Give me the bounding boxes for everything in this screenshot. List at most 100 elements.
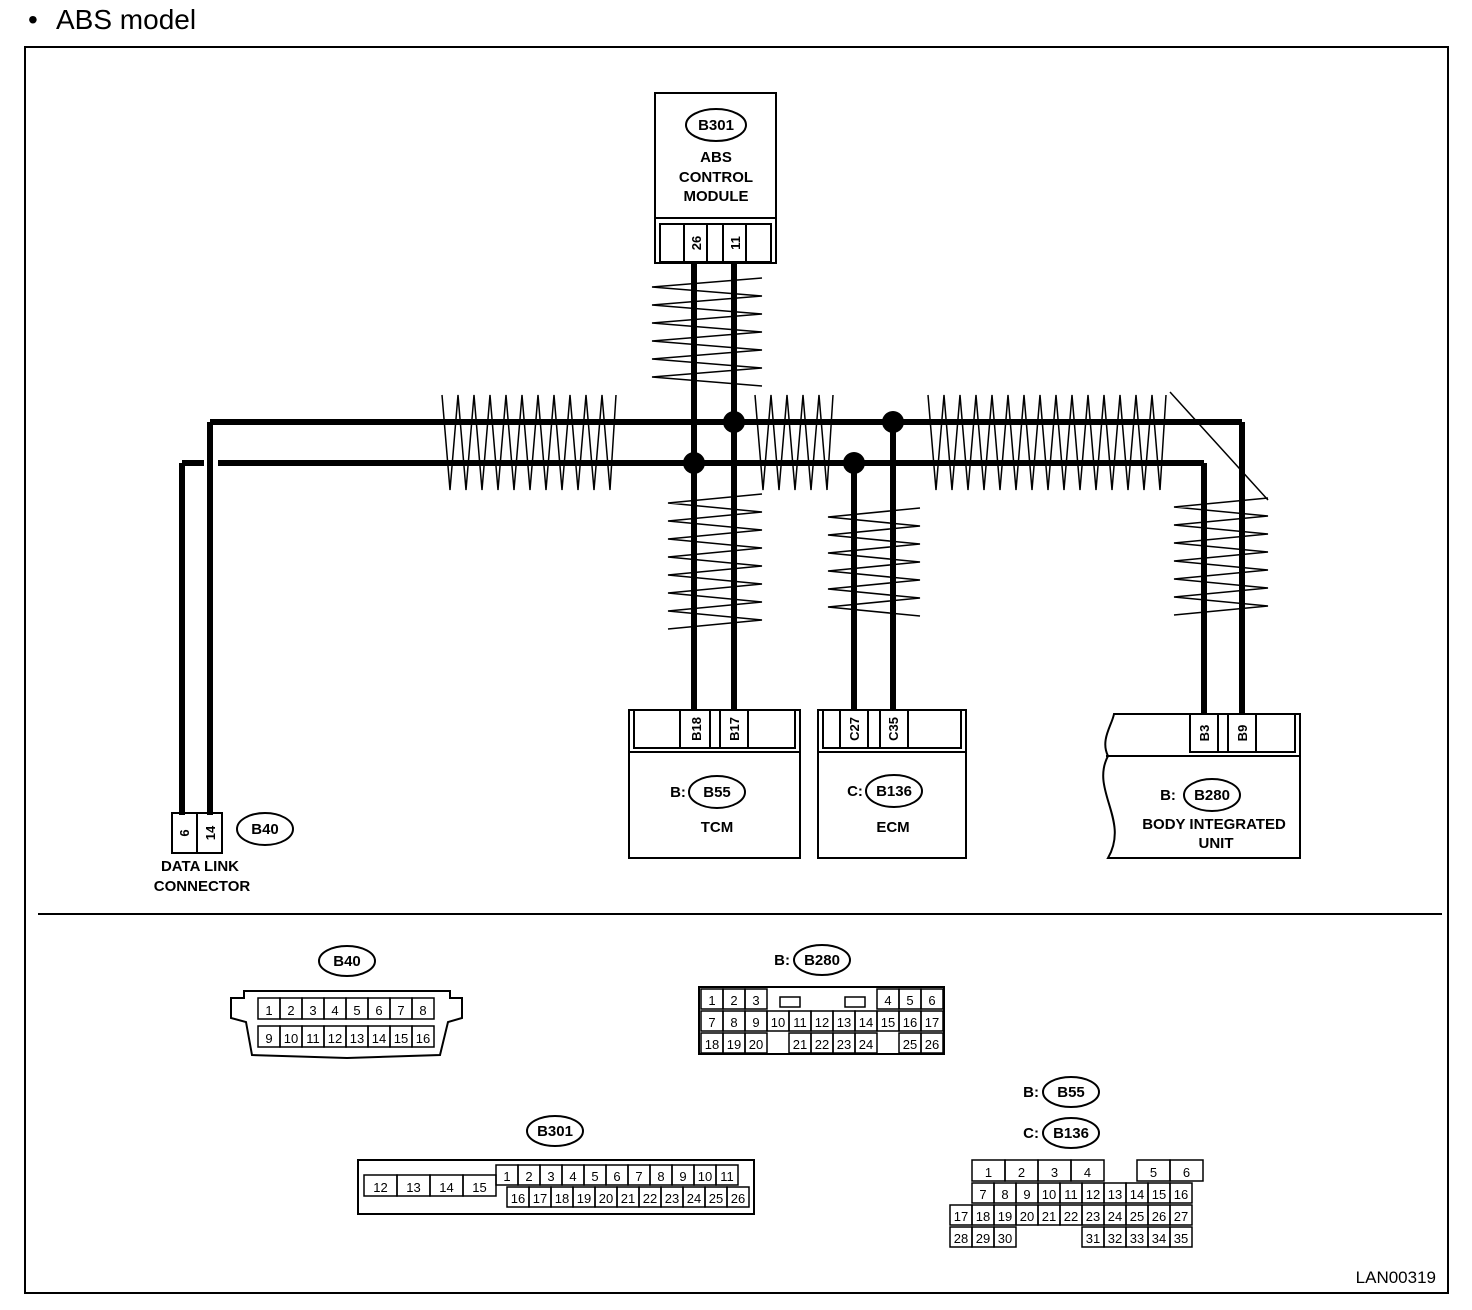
- pin-number: 19: [998, 1209, 1012, 1224]
- twist-ecm-drop: [827, 507, 921, 617]
- splice-dot: [882, 411, 904, 433]
- pin-number: 9: [679, 1169, 686, 1184]
- pin-number: 3: [752, 993, 759, 1008]
- pin-number: 12: [373, 1180, 387, 1195]
- pin-number: 12: [815, 1015, 829, 1030]
- splice-dot: [683, 452, 705, 474]
- pin-number: 15: [394, 1031, 408, 1046]
- pin-number: 15: [472, 1180, 486, 1195]
- diagram-frame: [24, 46, 1449, 1294]
- pin-number: 2: [287, 1003, 294, 1018]
- biu-name-line2: UNIT: [1199, 835, 1234, 852]
- pin-number: 13: [837, 1015, 851, 1030]
- pin-number: 17: [954, 1209, 968, 1224]
- pin-number: 14: [1130, 1187, 1144, 1202]
- tcm-connector-label: B55: [703, 784, 731, 801]
- pin-number: 17: [925, 1015, 939, 1030]
- connector-prefix: B:: [1023, 1084, 1039, 1101]
- b280-housing: [698, 986, 945, 1055]
- connector-oval: [526, 1115, 584, 1147]
- pin-number: 8: [657, 1169, 664, 1184]
- biu-name-line1: BODY INTEGRATED: [1142, 816, 1286, 833]
- pin-number: 11: [720, 1169, 734, 1184]
- pin-number: 16: [1174, 1187, 1188, 1202]
- pin-number: 32: [1108, 1231, 1122, 1246]
- pin-number: 24: [859, 1037, 873, 1052]
- pin-number: 20: [599, 1191, 613, 1206]
- abs-pin-block: [659, 223, 772, 263]
- biu-prefix: B:: [1160, 787, 1176, 804]
- pin-number: 8: [1001, 1187, 1008, 1202]
- pin-number: 26: [925, 1037, 939, 1052]
- pin-number: 29: [976, 1231, 990, 1246]
- pin-number: 24: [1108, 1209, 1122, 1224]
- pin-number: 3: [547, 1169, 554, 1184]
- connector-oval-label: B280: [804, 952, 840, 969]
- pin-number: 11: [1064, 1187, 1078, 1202]
- pin-number: 11: [306, 1031, 320, 1046]
- pin-number: 28: [954, 1231, 968, 1246]
- pin-number: 15: [881, 1015, 895, 1030]
- pin-number: 4: [331, 1003, 338, 1018]
- twist-tcm-drop: [667, 493, 763, 630]
- pin-number: 13: [406, 1180, 420, 1195]
- pin-number: 1: [708, 993, 715, 1008]
- pin-number: 25: [1130, 1209, 1144, 1224]
- pin-number: 25: [709, 1191, 723, 1206]
- pin-number: 10: [771, 1015, 785, 1030]
- pin-cell: [1169, 1159, 1204, 1182]
- tcm-prefix: B:: [670, 784, 686, 801]
- connector-oval: [1042, 1117, 1100, 1149]
- pin-number: 13: [350, 1031, 364, 1046]
- connector-oval-label: B301: [537, 1123, 573, 1140]
- pin-number: 16: [511, 1191, 525, 1206]
- connector-oval-label: B55: [1057, 1084, 1085, 1101]
- pin-cell: [993, 1226, 1017, 1248]
- pin-cell: [920, 1010, 944, 1032]
- pin-number: 4: [1084, 1165, 1091, 1180]
- tcm-name: TCM: [701, 819, 734, 836]
- pin-number: 18: [555, 1191, 569, 1206]
- pin-cell: [715, 1164, 739, 1186]
- pin-number: 21: [1042, 1209, 1056, 1224]
- pin-number: 6: [375, 1003, 382, 1018]
- ecm-pin-c35: C35: [886, 717, 901, 741]
- pin-number: 22: [1064, 1209, 1078, 1224]
- pin-number: 7: [397, 1003, 404, 1018]
- pin-number: 10: [698, 1169, 712, 1184]
- biu-pin-b3: B3: [1197, 725, 1212, 742]
- pin-cell: [1070, 1159, 1105, 1182]
- pin-number: 12: [1086, 1187, 1100, 1202]
- ecm-name: ECM: [876, 819, 909, 836]
- b280-latch: [844, 996, 866, 1008]
- pin-number: 19: [727, 1037, 741, 1052]
- pin-number: 21: [793, 1037, 807, 1052]
- pin-number: 8: [419, 1003, 426, 1018]
- pin-number: 13: [1108, 1187, 1122, 1202]
- pin-number: 34: [1152, 1231, 1166, 1246]
- abs-name-line3: MODULE: [684, 188, 749, 205]
- tcm-pin-b18: B18: [689, 717, 704, 741]
- connector-oval: [1042, 1076, 1100, 1108]
- pin-number: 22: [643, 1191, 657, 1206]
- pin-cell: [920, 988, 944, 1010]
- pin-number: 26: [731, 1191, 745, 1206]
- pin-number: 16: [416, 1031, 430, 1046]
- pin-cell: [726, 1186, 750, 1208]
- pin-number: 8: [730, 1015, 737, 1030]
- ecm-connector-label: B136: [876, 783, 912, 800]
- pin-number: 7: [979, 1187, 986, 1202]
- pin-number: 4: [569, 1169, 576, 1184]
- pin-cell: [854, 1032, 878, 1054]
- twist-left: [441, 394, 617, 491]
- abs-pin-26: 26: [689, 236, 704, 250]
- pin-number: 14: [439, 1180, 453, 1195]
- connector-oval-label: B136: [1053, 1125, 1089, 1142]
- pin-number: 1: [265, 1003, 272, 1018]
- pin-number: 18: [976, 1209, 990, 1224]
- dlc-name-line2: CONNECTOR: [154, 878, 251, 895]
- b40-housing: [230, 990, 463, 1060]
- twist-biu-drop: [1173, 497, 1269, 616]
- pin-number: 12: [328, 1031, 342, 1046]
